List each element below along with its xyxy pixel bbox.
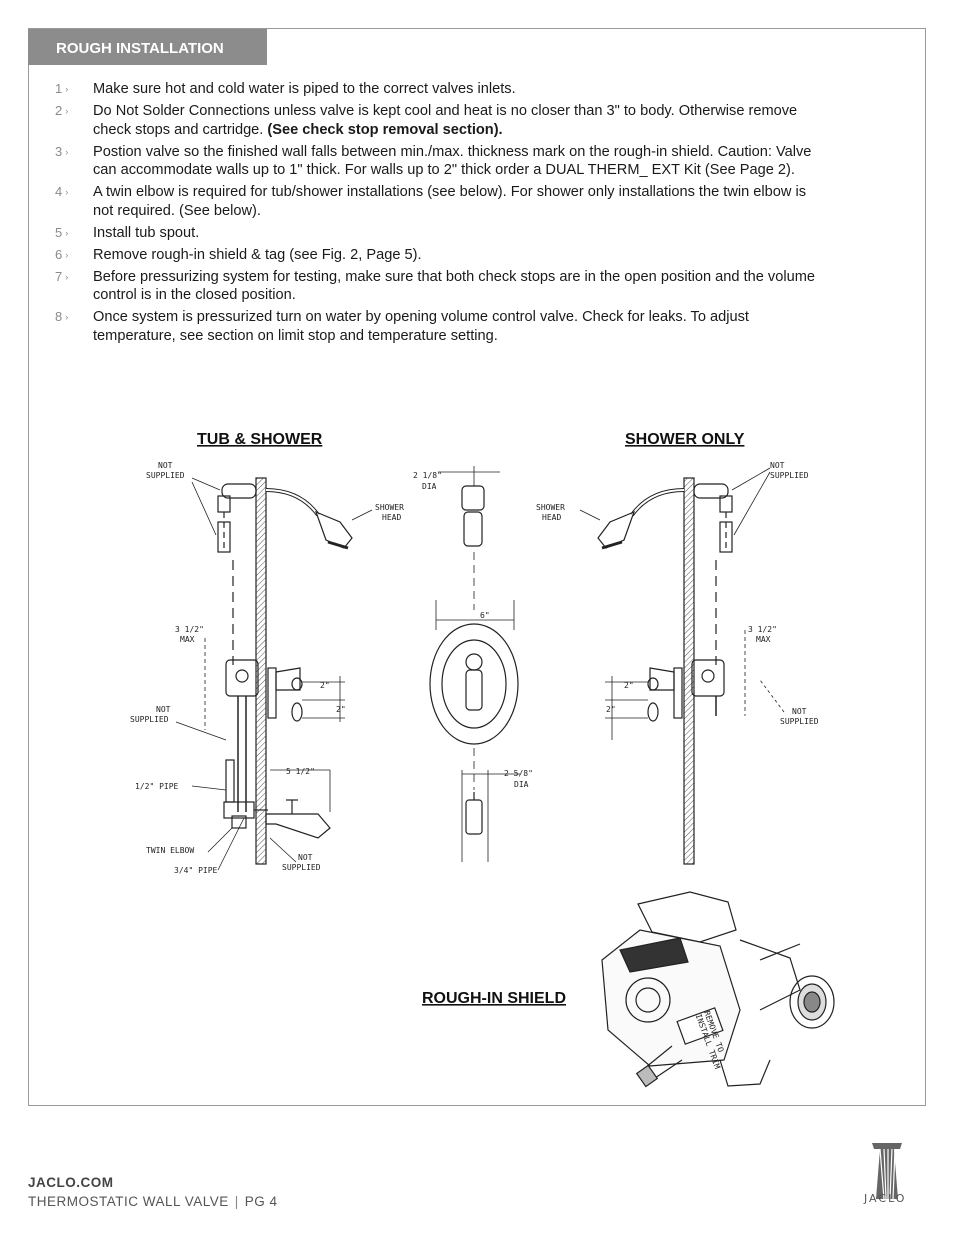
shower-only-labels: NOT SUPPLIED SHOWER HEAD 3 1/2" MAX 2" 2…	[536, 461, 819, 726]
step-number: 5	[55, 224, 63, 240]
step-text: Do Not Solder Connections unless valve i…	[93, 103, 798, 138]
label-not-supplied: NOT	[158, 461, 173, 470]
label-2-5-8: 2 5/8"	[504, 769, 533, 778]
chevron-right-icon: ›	[65, 146, 69, 157]
shower-head	[597, 510, 636, 549]
label-3-1-2: 3 1/2"	[175, 625, 204, 634]
rough-in-shield-title: ROUGH-IN SHIELD	[422, 990, 566, 1007]
elbow	[221, 483, 257, 499]
label-twin-elbow: TWIN ELBOW	[146, 846, 194, 855]
doc-title: THERMOSTATIC WALL VALVE	[28, 1194, 229, 1209]
label-shower: SHOWER	[375, 503, 404, 512]
step-7: 7› Before pressurizing system for testin…	[50, 268, 830, 305]
label-supplied: SUPPLIED	[146, 471, 185, 480]
spout-front	[465, 799, 483, 835]
wall	[683, 477, 695, 865]
chevron-right-icon: ›	[65, 187, 69, 197]
step-6: 6› Remove rough-in shield & tag (see Fig…	[50, 246, 830, 265]
label-2in: 2"	[336, 705, 346, 714]
step-text: Once system is pressurized turn on water…	[93, 309, 749, 344]
wall	[255, 477, 267, 865]
section-title: ROUGH INSTALLATION	[28, 29, 267, 65]
step-text: Install tub spout.	[93, 224, 200, 241]
chevron-right-icon: ›	[65, 84, 69, 94]
chevron-right-icon: ›	[65, 106, 69, 116]
label-supplied: SUPPLIED	[282, 863, 321, 872]
valve-body	[225, 659, 259, 697]
step-text: Make sure hot and cold water is piped to…	[93, 81, 516, 97]
valve-body	[691, 659, 725, 697]
footer-website: JACLO.COM	[28, 1175, 114, 1190]
step-text: Postion valve so the finished wall falls…	[93, 143, 812, 179]
label-not-supplied: NOT	[298, 853, 313, 862]
chevron-right-icon: ›	[65, 249, 69, 260]
step-2: 2› Do Not Solder Connections unless valv…	[50, 102, 830, 139]
page-number: PG 4	[244, 1194, 278, 1209]
step-number: 1	[55, 81, 63, 96]
tub-shower-drawing: TUB & SHOWER	[175, 431, 373, 871]
tub-spout	[265, 813, 331, 839]
step-8: 8› Once system is pressurized turn on wa…	[50, 308, 830, 345]
step-text: Remove rough-in shield & tag (see Fig. 2…	[93, 246, 422, 263]
tub-shower-labels: NOT SUPPLIED SHOWER HEAD 3 1/2" MAX 2" 2…	[130, 461, 404, 875]
label-not-supplied: NOT	[156, 705, 171, 714]
label-dia: DIA	[514, 780, 529, 789]
step-number: 8	[55, 309, 63, 324]
chevron-right-icon: ›	[65, 227, 69, 238]
step-number: 2	[55, 103, 63, 118]
trim-front-view	[429, 466, 520, 862]
escutcheon	[429, 623, 519, 745]
step-number: 7	[55, 268, 63, 284]
label-max: MAX	[756, 635, 771, 644]
trim-labels: 2 1/8" DIA 6" 2 5/8" DIA	[413, 471, 533, 789]
shower-only-drawing: SHOWER ONLY	[579, 431, 785, 865]
step-3: 3› Postion valve so the finished wall fa…	[50, 143, 830, 180]
label-2in: 2"	[624, 681, 634, 690]
label-2-1-8: 2 1/8"	[413, 471, 442, 480]
rough-in-shield-drawing	[601, 891, 835, 1088]
label-2in: 2"	[320, 681, 330, 690]
label-2in: 2"	[606, 705, 616, 714]
label-head: HEAD	[542, 513, 561, 522]
installation-steps: 1› Make sure hot and cold water is piped…	[50, 80, 830, 349]
shower-head	[314, 510, 353, 549]
label-supplied: SUPPLIED	[130, 715, 169, 724]
label-5-1-2: 5 1/2"	[286, 767, 315, 776]
step-1: 1› Make sure hot and cold water is piped…	[50, 80, 830, 99]
step-number: 3	[55, 143, 63, 159]
label-head: HEAD	[382, 513, 401, 522]
label-6in: 6"	[480, 611, 490, 620]
chevron-right-icon: ›	[65, 271, 69, 282]
label-supplied: SUPPLIED	[770, 471, 809, 480]
step-number: 4	[55, 184, 63, 199]
label-3-4-pipe: 3/4" PIPE	[174, 866, 218, 875]
label-half-pipe: 1/2" PIPE	[135, 782, 179, 791]
label-shower: SHOWER	[536, 503, 565, 512]
step-bold-note: (See check stop removal section).	[267, 121, 503, 138]
label-not-supplied: NOT	[792, 707, 807, 716]
label-max: MAX	[180, 635, 195, 644]
footer-document-title: THERMOSTATIC WALL VALVE | PG 4	[28, 1194, 278, 1209]
label-dia: DIA	[422, 482, 437, 491]
label-not-supplied: NOT	[770, 461, 785, 470]
step-4: 4› A twin elbow is required for tub/show…	[50, 183, 830, 220]
chevron-right-icon: ›	[65, 312, 69, 322]
content-frame	[28, 28, 926, 1106]
tub-shower-title: TUB & SHOWER	[197, 431, 323, 448]
label-3-1-2: 3 1/2"	[748, 625, 777, 634]
step-text: A twin elbow is required for tub/shower …	[93, 184, 806, 219]
step-number: 6	[55, 246, 63, 262]
installation-diagram: TUB & SHOWER	[130, 431, 835, 1088]
shower-only-title: SHOWER ONLY	[625, 431, 745, 448]
separator: |	[234, 1194, 239, 1209]
step-text: Before pressurizing system for testing, …	[93, 268, 815, 304]
logo-text: JACLO	[864, 1192, 907, 1205]
label-supplied: SUPPLIED	[780, 717, 819, 726]
step-5: 5› Install tub spout.	[50, 224, 830, 243]
jaclo-logo-icon	[872, 1143, 902, 1200]
